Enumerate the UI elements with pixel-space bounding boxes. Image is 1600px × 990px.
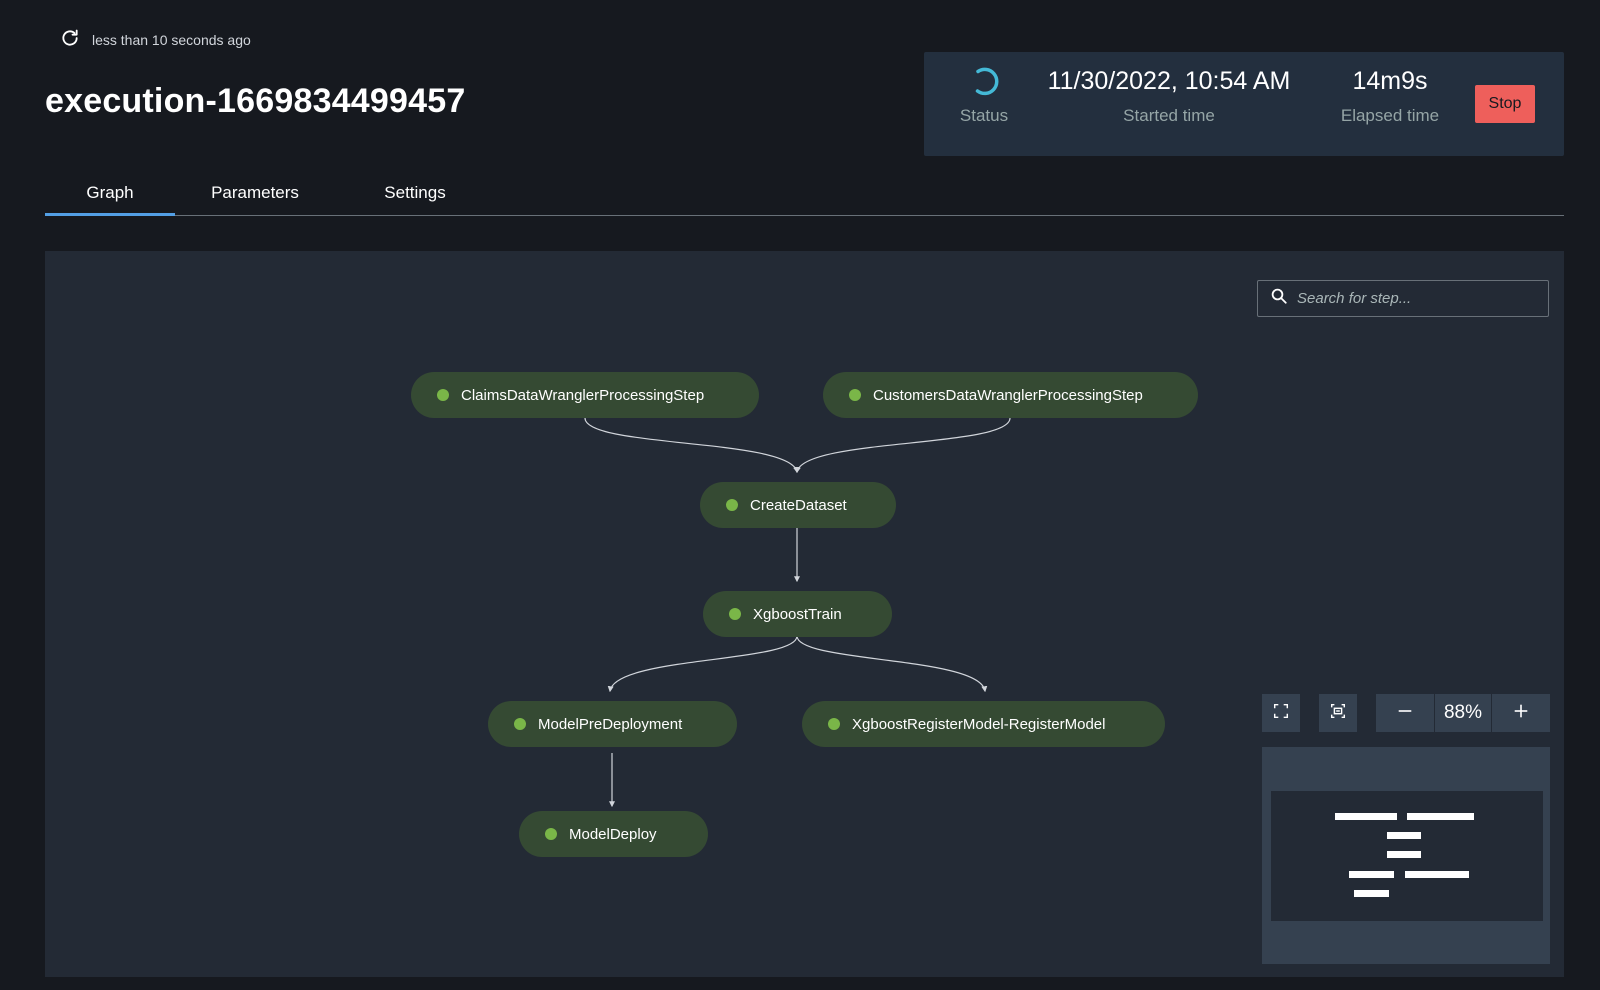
fit-view-button[interactable] (1319, 694, 1357, 732)
success-status-dot (514, 718, 526, 730)
success-status-dot (729, 608, 741, 620)
graph-node[interactable]: ModelDeploy (519, 811, 708, 857)
edge-xgboosttrain-to-modelpredeployment (607, 635, 798, 693)
refresh-row: less than 10 seconds ago (60, 28, 251, 51)
elapsed-time-label: Elapsed time (1340, 106, 1440, 125)
status-item: Status (944, 64, 1024, 126)
graph-node[interactable]: ModelPreDeployment (488, 701, 737, 747)
success-status-dot (545, 828, 557, 840)
started-time-item: 11/30/2022, 10:54 AM Started time (1029, 64, 1309, 126)
node-label: ClaimsDataWranglerProcessingStep (461, 386, 705, 404)
elapsed-time-value: 14m9s (1352, 67, 1428, 95)
fullscreen-icon (1272, 702, 1290, 725)
graph-node[interactable]: XgboostTrain (703, 591, 892, 637)
node-label: ModelPreDeployment (538, 715, 683, 733)
graph-node[interactable]: CreateDataset (700, 482, 896, 528)
search-input[interactable] (1297, 290, 1537, 307)
zoom-in-icon (1512, 702, 1530, 725)
node-label: CustomersDataWranglerProcessingStep (873, 386, 1143, 404)
success-status-dot (726, 499, 738, 511)
minimap-node (1387, 851, 1421, 858)
spinner-icon (967, 64, 1001, 98)
minimap-node (1405, 871, 1469, 878)
fit-view-icon (1329, 702, 1347, 725)
minimap-node (1387, 832, 1421, 839)
node-label: CreateDataset (750, 496, 847, 514)
search-icon (1270, 287, 1288, 310)
last-refreshed-text: less than 10 seconds ago (92, 31, 251, 48)
graph-node[interactable]: ClaimsDataWranglerProcessingStep (411, 372, 759, 418)
execution-status-panel: Status 11/30/2022, 10:54 AM Started time… (924, 52, 1564, 156)
minimap-node (1335, 813, 1397, 820)
success-status-dot (849, 389, 861, 401)
started-time-label: Started time (1123, 106, 1215, 125)
zoom-out-icon (1396, 702, 1414, 725)
minimap-node (1349, 871, 1394, 878)
graph-node[interactable]: CustomersDataWranglerProcessingStep (823, 372, 1198, 418)
step-search (1257, 280, 1549, 317)
graph-node[interactable]: XgboostRegisterModel-RegisterModel (802, 701, 1165, 747)
success-status-dot (437, 389, 449, 401)
zoom-out-button[interactable] (1376, 694, 1434, 732)
node-label: XgboostRegisterModel-RegisterModel (852, 715, 1106, 733)
success-status-dot (828, 718, 840, 730)
minimap[interactable] (1262, 747, 1550, 964)
edge-xgboosttrain-to-registermodel (796, 635, 988, 693)
graph-edges (584, 417, 1011, 808)
edge-customers-to-createdataset (794, 417, 1011, 474)
node-label: ModelDeploy (569, 825, 657, 843)
zoom-controls: 88% (1376, 694, 1550, 732)
edge-claims-to-createdataset (584, 417, 800, 474)
zoom-level: 88% (1434, 694, 1492, 732)
started-time-value: 11/30/2022, 10:54 AM (1047, 67, 1291, 95)
tab-graph[interactable]: Graph (45, 178, 175, 216)
graph-canvas[interactable]: ClaimsDataWranglerProcessingStep Custome… (45, 251, 1564, 977)
minimap-viewport[interactable] (1271, 791, 1543, 921)
node-label: XgboostTrain (753, 605, 842, 623)
tab-settings[interactable]: Settings (384, 183, 446, 202)
tab-parameters[interactable]: Parameters (211, 183, 299, 202)
minimap-node (1354, 890, 1389, 897)
fullscreen-button[interactable] (1262, 694, 1300, 732)
elapsed-time-item: 14m9s Elapsed time (1320, 64, 1460, 126)
status-label: Status (959, 106, 1009, 125)
minimap-node (1407, 813, 1474, 820)
page-title: execution-1669834499457 (45, 82, 466, 120)
stop-button[interactable]: Stop (1475, 85, 1535, 123)
zoom-in-button[interactable] (1492, 694, 1550, 732)
tab-bar: Graph Parameters Settings (45, 178, 1564, 216)
refresh-icon[interactable] (60, 28, 80, 51)
